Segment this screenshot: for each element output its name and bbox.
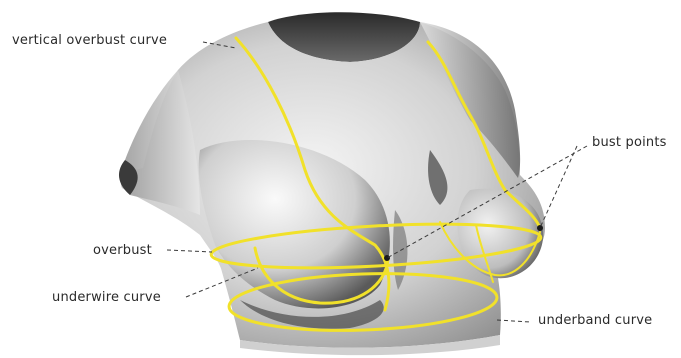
label-underwire-curve: underwire curve (52, 290, 161, 306)
label-overbust: overbust (93, 243, 152, 259)
label-bust-points: bust points (592, 135, 667, 151)
label-underband-curve: underband curve (538, 313, 652, 329)
leader-underband (497, 320, 530, 322)
leader-overbust (167, 250, 212, 252)
label-vertical-overbust-curve: vertical overbust curve (12, 33, 167, 49)
leader-bust-point-right (540, 146, 577, 228)
bust-point-right (537, 225, 543, 231)
bust-point-left (384, 255, 390, 261)
